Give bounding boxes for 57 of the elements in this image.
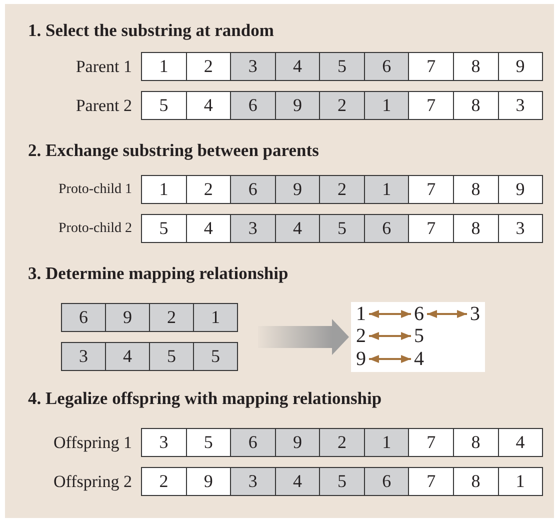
- gene-cell: 4: [274, 468, 320, 495]
- mapping-number: 2: [355, 325, 367, 347]
- gene-cell: 6: [230, 176, 275, 203]
- gene-cell: 1: [364, 176, 408, 203]
- gene-cell: 1: [364, 92, 408, 119]
- substring-strip: [61, 303, 238, 332]
- step-heading: 1. Select the substring at random: [28, 20, 274, 41]
- gene-cell: 6: [62, 304, 105, 331]
- gene-cell: 9: [274, 92, 320, 119]
- step-heading: 4. Legalize offspring with mapping relationship: [28, 388, 382, 409]
- mapping-panel: [351, 302, 485, 372]
- gene-cell: 6: [230, 92, 275, 119]
- gene-cell: 2: [319, 176, 364, 203]
- gene-cell: 3: [230, 468, 275, 495]
- mapping-number: 4: [413, 348, 425, 370]
- gene-cell: 9: [274, 429, 320, 456]
- step-heading: 2. Exchange substring between parents: [28, 140, 319, 161]
- gene-cell: 2: [319, 429, 364, 456]
- gene-cell: 4: [274, 215, 320, 242]
- mapping-arrow: [369, 332, 411, 340]
- gene-cell: 6: [230, 429, 275, 456]
- gene-cell: 9: [274, 176, 320, 203]
- chromosome-label: Offspring 1: [53, 432, 132, 454]
- gene-cell: 2: [319, 92, 364, 119]
- gene-cell: 4: [105, 343, 149, 370]
- gene-cell: 5: [149, 343, 193, 370]
- mapping-arrow: [369, 310, 411, 318]
- mapping-arrow: [427, 310, 467, 318]
- gene-cell: 6: [364, 53, 408, 80]
- chromosome-label: Parent 2: [76, 95, 132, 117]
- gene-cell: 5: [193, 343, 237, 370]
- mapping-number: 1: [355, 303, 367, 325]
- gene-cell: 5: [319, 53, 364, 80]
- mapping-number: 6: [413, 303, 425, 325]
- gene-cell: 6: [364, 215, 408, 242]
- mapping-number: 5: [413, 325, 425, 347]
- gene-cell: 6: [364, 468, 408, 495]
- step-heading: 3. Determine mapping relationship: [28, 263, 288, 284]
- mapping-arrow: [369, 355, 411, 363]
- gene-cell: 3: [230, 215, 275, 242]
- gene-cell: 3: [230, 53, 275, 80]
- gene-cell: 1: [364, 429, 408, 456]
- mapping-number: 9: [355, 348, 367, 370]
- chromosome-label: Offspring 2: [53, 471, 132, 493]
- gene-cell: 5: [319, 468, 364, 495]
- gene-cell: 3: [62, 343, 105, 370]
- substring-strip: [61, 342, 238, 371]
- gene-cell: 4: [274, 53, 320, 80]
- gene-cell: 2: [149, 304, 193, 331]
- gene-cell: 5: [319, 215, 364, 242]
- gene-cell: 1: [193, 304, 237, 331]
- chromosome-label: Parent 1: [76, 56, 132, 78]
- chromosome-label: Proto-child 1: [58, 181, 132, 199]
- chromosome-label: Proto-child 2: [58, 220, 132, 238]
- gene-cell: 9: [105, 304, 149, 331]
- transition-arrow: [258, 319, 349, 355]
- mapping-number: 3: [469, 303, 481, 325]
